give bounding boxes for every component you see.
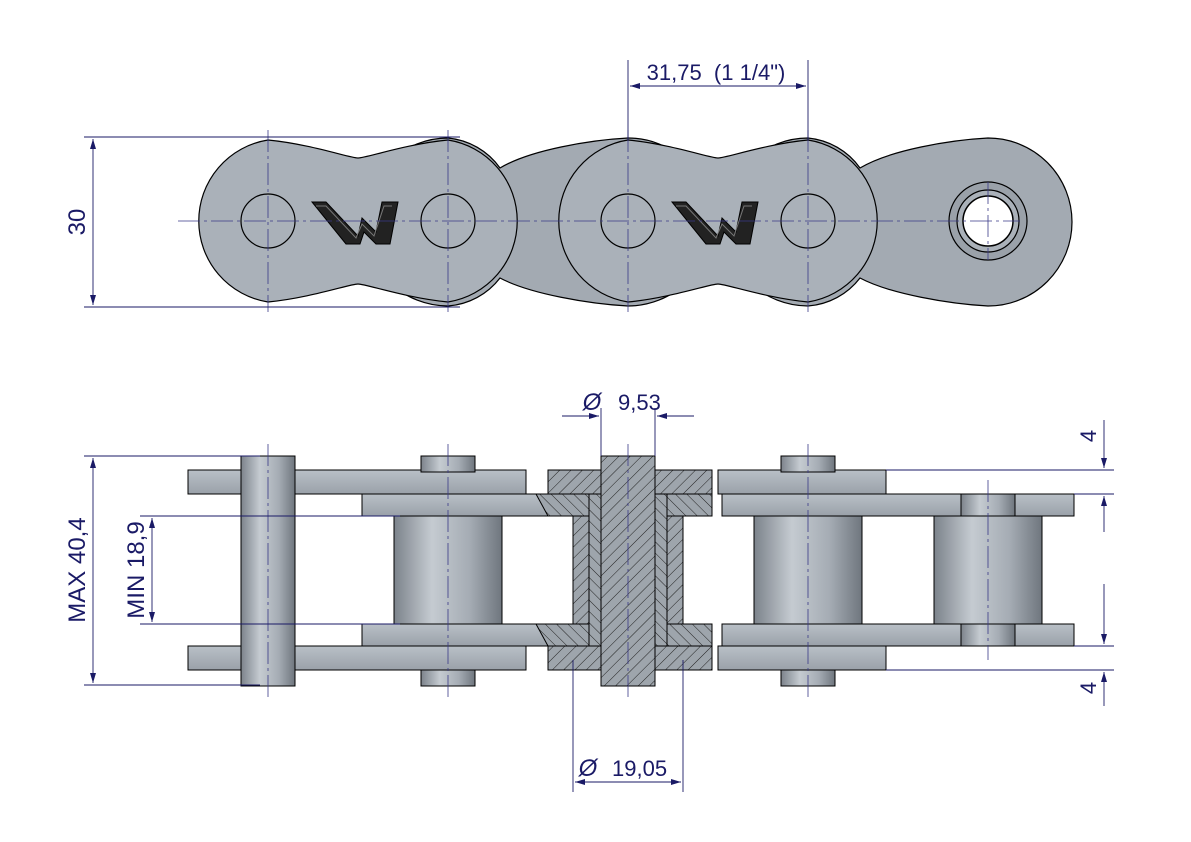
pitch-label: 31,75 (1 1/4") xyxy=(647,60,786,85)
height-label: 30 xyxy=(64,209,91,236)
roller-diameter-symbol: Ø xyxy=(578,755,599,782)
center-lines-side xyxy=(267,444,989,698)
roller-diameter-label: 19,05 xyxy=(612,756,667,781)
max-width-label: MAX 40,4 xyxy=(64,517,91,622)
side-view: MAX 40,4 MIN 18,9 Ø 9,53 Ø 19,05 xyxy=(64,389,1114,792)
min-inner-width-label: MIN 18,9 xyxy=(123,521,150,618)
roller-diameter-dimension xyxy=(572,660,684,792)
min-inner-width-dimension xyxy=(140,515,400,625)
brand-logo-icon xyxy=(310,201,399,245)
plate-thickness-bottom-label: 4 xyxy=(1076,682,1101,694)
outer-plate-top-right xyxy=(717,469,887,495)
pin-diameter-dimension xyxy=(562,408,694,456)
top-view: 30 31,75 (1 1/4") xyxy=(64,60,1073,312)
plate-thickness-bottom-dimension xyxy=(886,584,1114,706)
plate-thickness-top-dimension xyxy=(886,420,1114,532)
pin-diameter-label: 9,53 xyxy=(618,390,661,415)
center-lines-top xyxy=(178,130,1020,312)
outer-plate-bottom-right xyxy=(717,645,887,671)
plate-thickness-top-label: 4 xyxy=(1076,430,1101,442)
pin-diameter-symbol: Ø xyxy=(582,389,603,416)
max-width-dimension xyxy=(84,455,260,686)
pitch-dimension xyxy=(627,60,809,140)
height-dimension xyxy=(84,136,460,308)
brand-logo-icon xyxy=(670,201,759,245)
inner-plate-top-2 xyxy=(721,493,1075,517)
outer-plate-bottom-left xyxy=(187,645,527,671)
section-cut xyxy=(535,455,713,687)
outer-plate-top-left xyxy=(187,469,527,495)
inner-plate-bottom-2 xyxy=(721,623,1075,647)
